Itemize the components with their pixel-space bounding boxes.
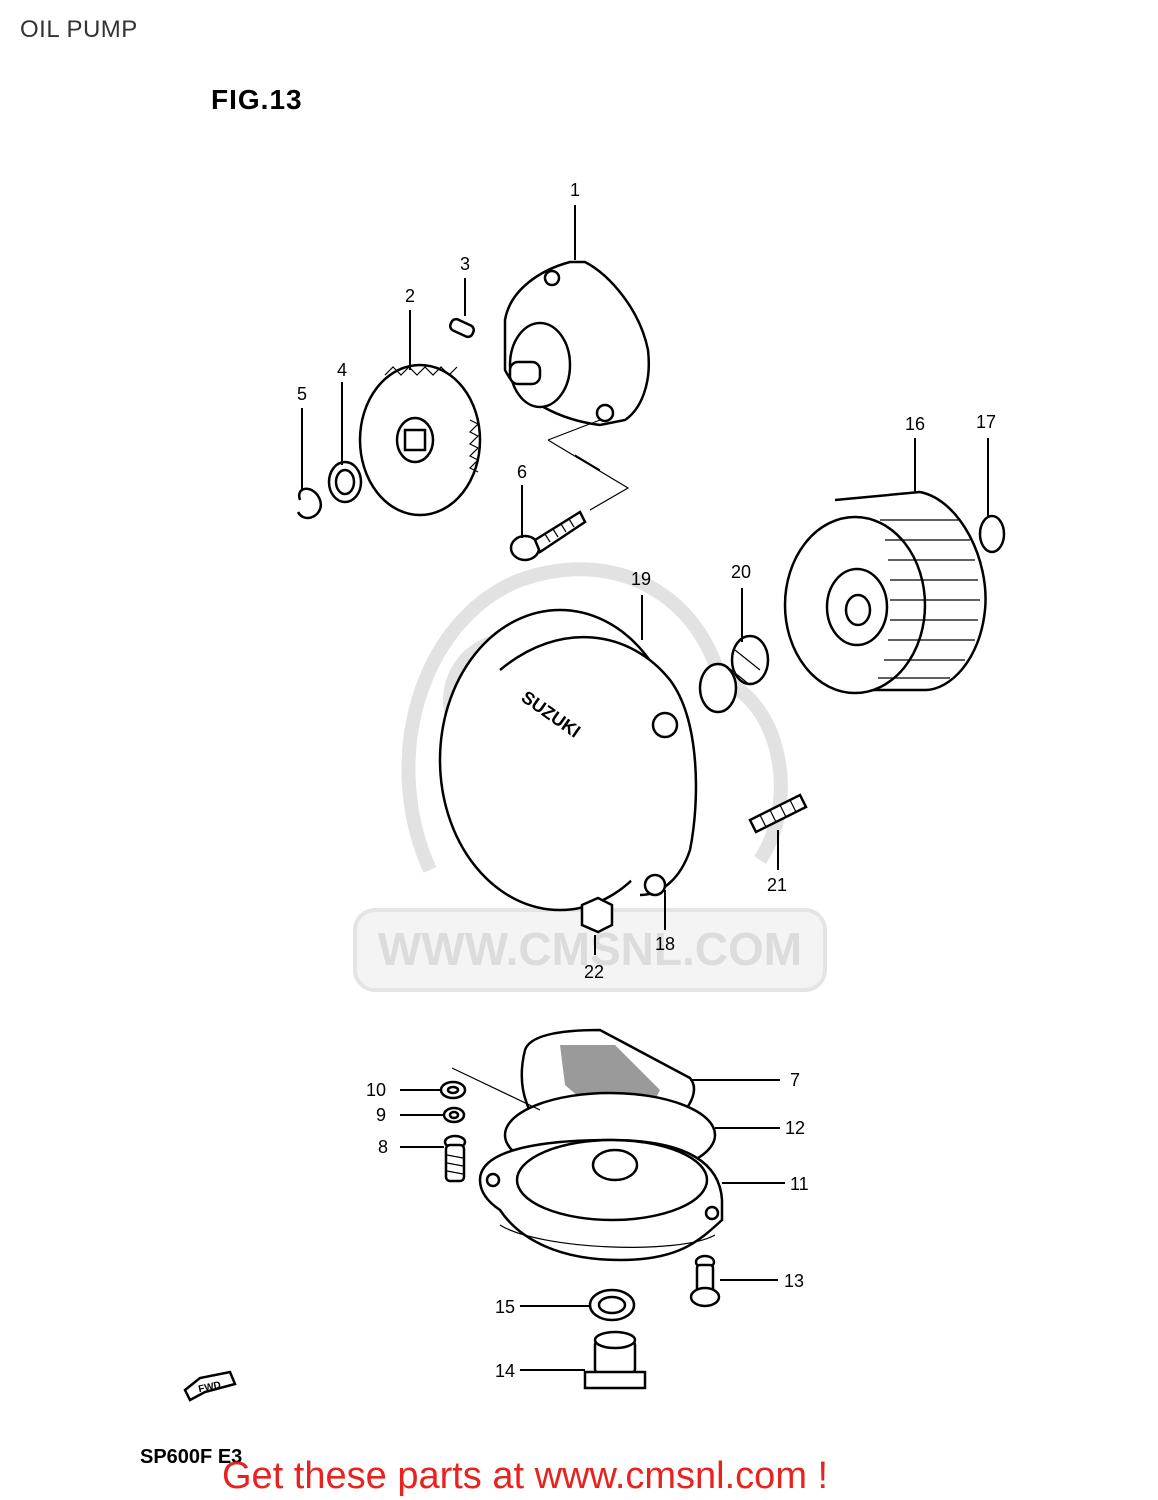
watermark: WWW.CMSNL.COM	[353, 562, 827, 992]
part-8-bolt	[443, 1134, 467, 1183]
part-21-stud	[748, 793, 808, 834]
callout-5: 5	[297, 384, 307, 404]
part-16-oil-filter	[783, 490, 987, 695]
part-13-bolt	[689, 1254, 721, 1308]
part-10-washer	[439, 1080, 467, 1100]
callout-9: 9	[376, 1105, 386, 1125]
part-22-nut	[580, 896, 614, 934]
callout-21: 21	[767, 875, 787, 895]
figure-label: FIG.13	[211, 84, 303, 115]
part-19-filter-cover: SUZUKI	[438, 608, 698, 912]
part-4-washer	[327, 460, 363, 504]
part-11-oil-pan	[478, 1138, 724, 1262]
callout-12: 12	[785, 1118, 805, 1138]
part-2-gear	[358, 363, 482, 517]
leader-lines	[301, 205, 989, 1371]
callout-17: 17	[976, 412, 996, 432]
part-1-pump-body	[503, 260, 651, 427]
callout-15: 15	[495, 1297, 515, 1317]
callout-2: 2	[405, 286, 415, 306]
callout-22: 22	[584, 962, 604, 982]
part-9-washer	[442, 1106, 466, 1124]
callout-16: 16	[905, 414, 925, 434]
callout-14: 14	[495, 1361, 515, 1381]
part-17-o-ring	[978, 514, 1006, 554]
part-5-circlip	[296, 487, 323, 520]
callout-20: 20	[731, 562, 751, 582]
callout-4: 4	[337, 360, 347, 380]
page-title: OIL PUMP	[20, 16, 138, 43]
watermark-text: WWW.CMSNL.COM	[378, 923, 802, 975]
callout-numbers: 1 2 3 4 5 6 7 8 9 10 11 12 13 14 15 16 1…	[297, 180, 996, 1381]
part-15-gasket	[588, 1288, 636, 1322]
callout-7: 7	[790, 1070, 800, 1090]
fwd-label: FWD	[197, 1380, 222, 1395]
callout-6: 6	[517, 462, 527, 482]
part-20-spring	[698, 634, 770, 714]
callout-10: 10	[366, 1080, 386, 1100]
part-14-drain-plug	[583, 1330, 647, 1390]
fwd-arrow-icon: FWD	[183, 1370, 237, 1402]
part-3-pin	[448, 317, 476, 339]
callout-19: 19	[631, 569, 651, 589]
callout-8: 8	[378, 1137, 388, 1157]
part-6-screw	[509, 419, 630, 562]
callout-3: 3	[460, 254, 470, 274]
callout-18: 18	[655, 934, 675, 954]
callout-11: 11	[790, 1174, 809, 1194]
promo-link[interactable]: Get these parts at www.cmsnl.com !	[222, 1455, 829, 1497]
callout-13: 13	[784, 1271, 804, 1291]
model-code: SP600F E3	[140, 1446, 243, 1468]
callout-1: 1	[570, 180, 580, 200]
